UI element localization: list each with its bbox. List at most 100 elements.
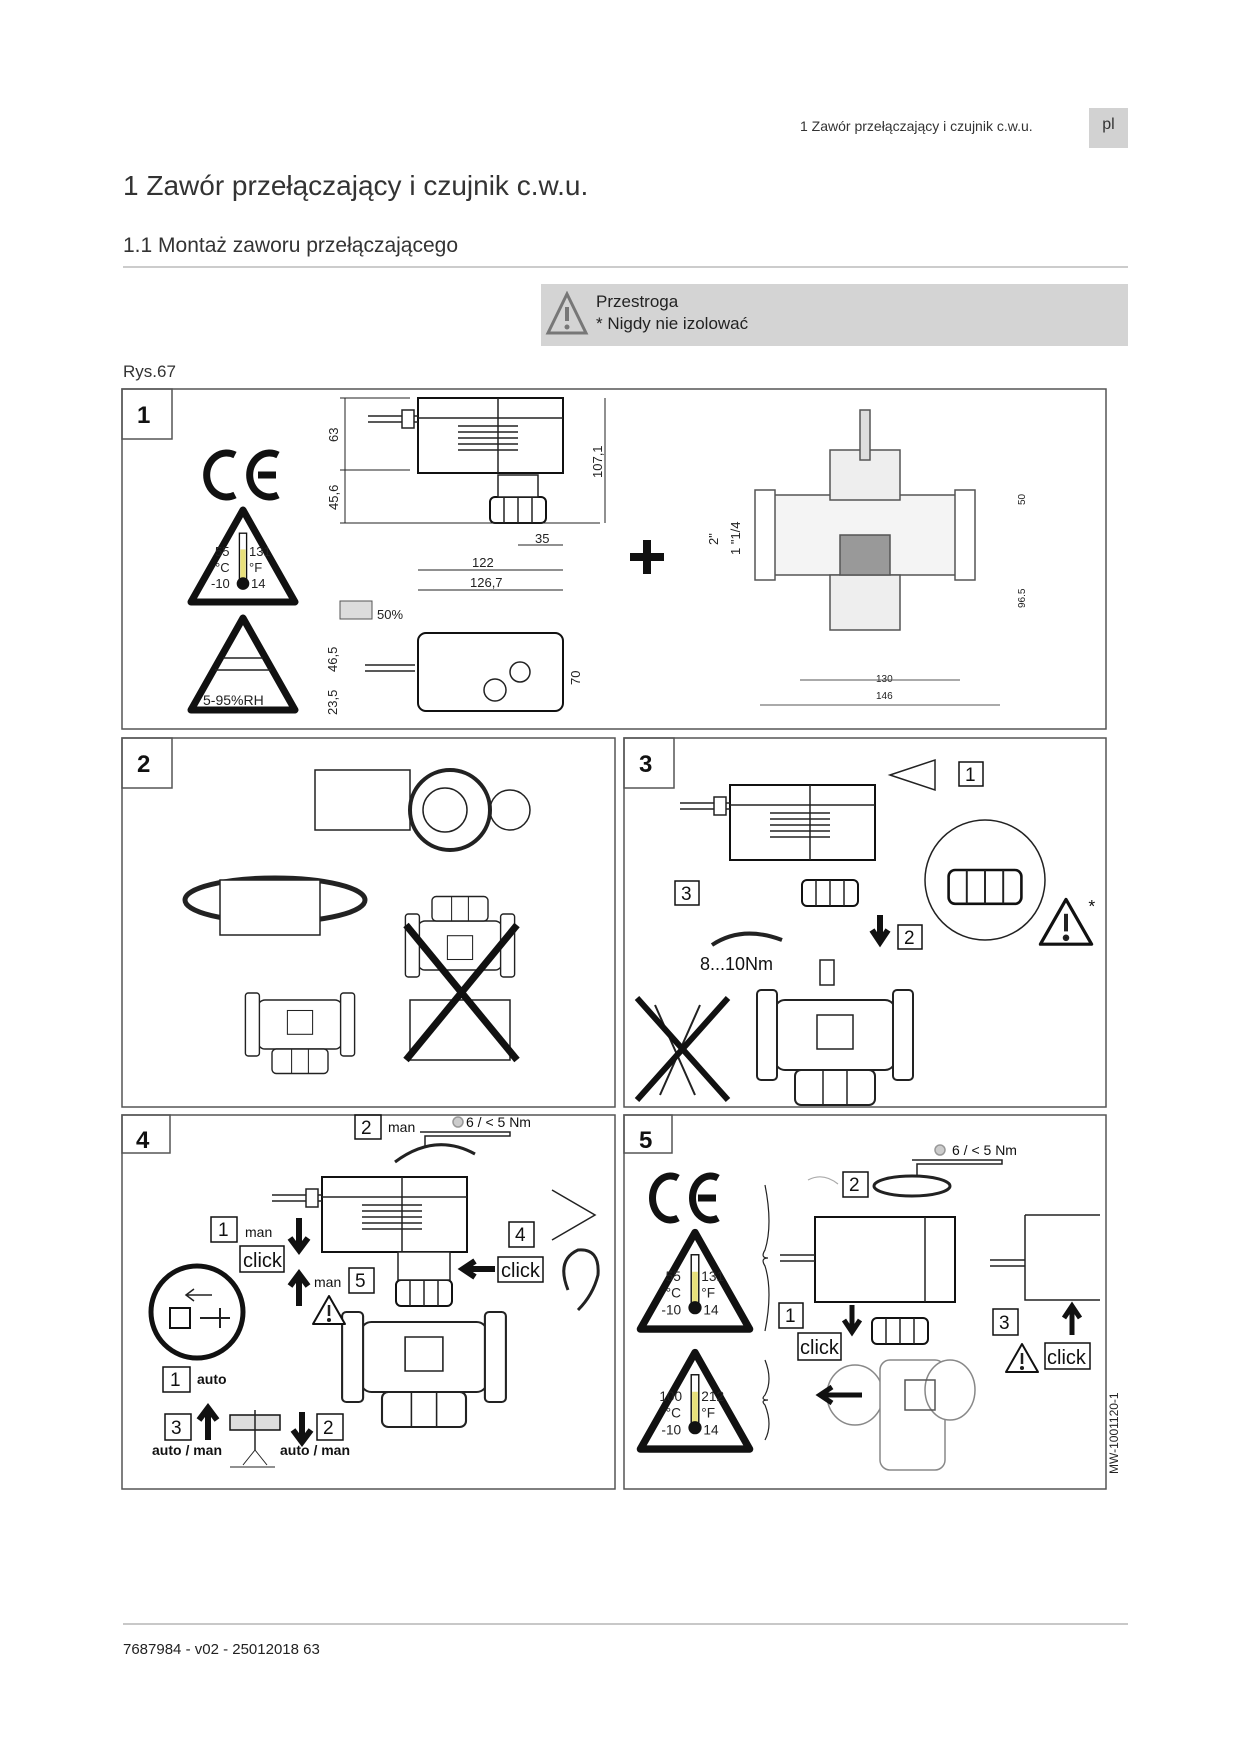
svg-text:-10: -10 [661, 1422, 681, 1437]
svg-text:man: man [388, 1119, 415, 1135]
svg-text:°F: °F [249, 560, 262, 575]
section-title: 1.1 Montaż zaworu przełączającego [123, 234, 459, 257]
footer-doc-number: 7687984 - v02 - 25012018 63 [123, 1641, 320, 1658]
dim-46-5: 46,5 [325, 647, 340, 672]
svg-text:2: 2 [904, 928, 915, 949]
svg-text:4: 4 [515, 1225, 526, 1246]
eye-icon [551, 1189, 597, 1241]
dim-23-5: 23,5 [325, 690, 340, 715]
actuator-upright-sketch [182, 875, 368, 1075]
temperature-warning-icon: 55 131 °C °F -10 14 [640, 1233, 749, 1330]
dim-50-percent: 50% [377, 607, 403, 622]
caution-title: Przestroga [596, 292, 679, 311]
caution-box: Przestroga * Nigdy nie izolować [541, 284, 1128, 346]
svg-text:auto / man: auto / man [152, 1442, 222, 1458]
section-divider [123, 266, 1128, 268]
svg-text:2: 2 [323, 1418, 334, 1439]
svg-text:1: 1 [785, 1306, 796, 1327]
arrow-left-icon [457, 1258, 495, 1280]
rotation-arrow-icon [394, 1143, 476, 1164]
svg-text:click: click [1047, 1347, 1087, 1369]
svg-text:°C: °C [666, 1406, 681, 1421]
figure-code: MW-1001120-1 [1107, 1392, 1121, 1474]
svg-text:-10: -10 [661, 1302, 681, 1317]
hex-key-torque: 6 / < 5 Nm [466, 1114, 531, 1130]
svg-text:auto / man: auto / man [280, 1442, 350, 1458]
svg-text:5: 5 [639, 1127, 652, 1154]
rotation-arrow-icon [872, 1174, 952, 1198]
svg-text:°F: °F [701, 1286, 715, 1301]
svg-text:1: 1 [218, 1220, 229, 1241]
svg-text:1: 1 [170, 1370, 181, 1391]
dim-1-1-4-inch: 1 "1/4 [728, 521, 743, 555]
arrow-left-icon [815, 1384, 862, 1406]
plus-icon [630, 540, 664, 574]
dim-126-7: 126,7 [470, 575, 503, 590]
svg-text:14: 14 [703, 1302, 719, 1317]
svg-text:click: click [800, 1337, 840, 1359]
warning-star-icon: * [1040, 896, 1095, 944]
figure-caption: Rys.67 [123, 362, 176, 381]
not-allowed-cross-icon [403, 922, 520, 1063]
language-tab: pl [1089, 108, 1128, 148]
actuator-top-view [339, 600, 564, 712]
svg-text:*: * [1088, 896, 1095, 916]
svg-text:14: 14 [703, 1422, 719, 1437]
panel-number: 1 [137, 402, 150, 429]
warning-icon [1004, 1342, 1040, 1374]
svg-text:5-95%RH: 5-95%RH [203, 692, 264, 708]
panel-4-manual-mode: 4 2 man 6 / < 5 Nm 1 man click man 5 4 c… [121, 1114, 616, 1490]
torque-label: 8...10Nm [700, 954, 773, 974]
dim-70: 70 [568, 671, 583, 685]
svg-text:man: man [245, 1224, 272, 1240]
hand-icon [807, 1176, 839, 1185]
dim-107-1: 107,1 [590, 445, 605, 478]
chapter-title: 1 Zawór przełączający i czujnik c.w.u. [123, 170, 589, 201]
panel-3-mounting: 3 1 3 2 8...10Nm * [623, 737, 1107, 1108]
warning-icon [311, 1294, 347, 1326]
dim-50: 50 [1017, 493, 1028, 505]
dim-96-5: 96.5 [1017, 588, 1028, 608]
running-header: 1 Zawór przełączający i czujnik c.w.u. [800, 118, 1033, 134]
actuator-side-view [367, 397, 564, 524]
arrow-down-icon [287, 1218, 311, 1255]
humidity-warning-icon: 5-95%RH [191, 618, 295, 710]
footer-divider [123, 1623, 1128, 1625]
svg-text:°C: °C [215, 560, 230, 575]
svg-text:2: 2 [137, 751, 150, 778]
svg-text:click: click [243, 1250, 283, 1272]
panel-2-orientation: 2 [121, 737, 616, 1108]
svg-text:auto: auto [197, 1371, 227, 1387]
dim-35: 35 [535, 531, 549, 546]
ce-mark-icon [649, 1172, 720, 1224]
svg-text:55: 55 [666, 1269, 682, 1284]
svg-text:2: 2 [849, 1175, 860, 1196]
svg-text:14: 14 [251, 576, 265, 591]
svg-text:4: 4 [136, 1127, 150, 1154]
svg-text:131: 131 [701, 1269, 724, 1284]
svg-text:°C: °C [666, 1286, 681, 1301]
caution-text: * Nigdy nie izolować [596, 314, 749, 333]
ear-icon [562, 1248, 600, 1312]
svg-text:°F: °F [701, 1406, 715, 1421]
brace [762, 1184, 770, 1332]
svg-text:man: man [314, 1274, 341, 1290]
svg-text:5: 5 [355, 1271, 366, 1292]
svg-text:1: 1 [965, 765, 976, 786]
svg-text:2: 2 [361, 1118, 372, 1139]
actuator-horizontal-sketch [314, 768, 531, 852]
hex-key-icon [912, 1159, 1003, 1176]
svg-text:3: 3 [999, 1313, 1010, 1334]
svg-text:3: 3 [171, 1418, 182, 1439]
arrow-up-icon [287, 1269, 311, 1306]
valve-section-drawing [754, 409, 1000, 706]
svg-text:212: 212 [701, 1389, 724, 1404]
svg-text:131: 131 [249, 544, 271, 559]
dim-146: 146 [876, 691, 893, 702]
